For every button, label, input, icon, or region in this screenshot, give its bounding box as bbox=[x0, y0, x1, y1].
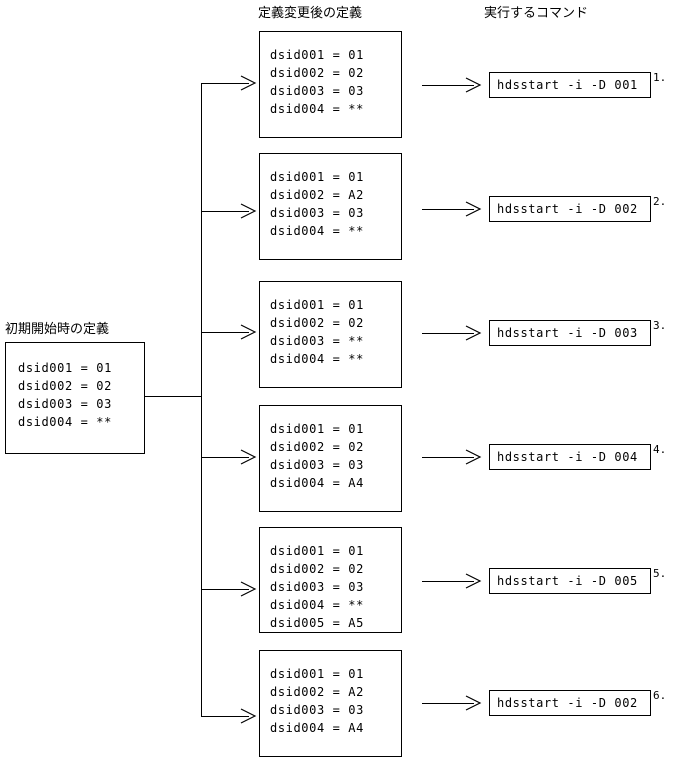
tree-stem bbox=[145, 396, 202, 397]
command-text-6: hdsstart -i -D 002 bbox=[497, 696, 638, 710]
item-number-4: 4. bbox=[653, 443, 667, 456]
initial-definition-box: dsid001 = 01 dsid002 = 02 dsid003 = 03 d… bbox=[5, 342, 145, 454]
command-arrowhead-6 bbox=[465, 695, 482, 711]
command-text-3: hdsstart -i -D 003 bbox=[497, 326, 638, 340]
command-box-1: hdsstart -i -D 001 bbox=[489, 72, 651, 98]
command-box-4: hdsstart -i -D 004 bbox=[489, 444, 651, 470]
command-arrow-line-6 bbox=[422, 703, 474, 704]
branch-line-3 bbox=[201, 332, 249, 333]
command-text-1: hdsstart -i -D 001 bbox=[497, 78, 638, 92]
branch-line-6 bbox=[201, 716, 249, 717]
command-box-6: hdsstart -i -D 002 bbox=[489, 690, 651, 716]
initial-definition-text: dsid001 = 01 dsid002 = 02 dsid003 = 03 d… bbox=[18, 361, 112, 429]
branch-arrowhead-4 bbox=[240, 449, 257, 465]
definition-text-2: dsid001 = 01 dsid002 = A2 dsid003 = 03 d… bbox=[270, 170, 364, 238]
tree-trunk bbox=[201, 83, 202, 716]
definition-text-6: dsid001 = 01 dsid002 = A2 dsid003 = 03 d… bbox=[270, 667, 364, 735]
command-arrow-line-1 bbox=[422, 85, 474, 86]
command-arrow-line-2 bbox=[422, 209, 474, 210]
command-arrow-line-4 bbox=[422, 457, 474, 458]
definition-box-6: dsid001 = 01 dsid002 = A2 dsid003 = 03 d… bbox=[259, 650, 402, 757]
definition-text-3: dsid001 = 01 dsid002 = 02 dsid003 = ** d… bbox=[270, 298, 364, 366]
command-arrowhead-2 bbox=[465, 201, 482, 217]
command-text-4: hdsstart -i -D 004 bbox=[497, 450, 638, 464]
branch-line-5 bbox=[201, 589, 249, 590]
branch-line-4 bbox=[201, 457, 249, 458]
branch-arrowhead-1 bbox=[240, 75, 257, 91]
branch-line-2 bbox=[201, 211, 249, 212]
branch-arrowhead-2 bbox=[240, 203, 257, 219]
item-number-1: 1. bbox=[653, 71, 667, 84]
command-arrow-line-5 bbox=[422, 581, 474, 582]
definition-box-3: dsid001 = 01 dsid002 = 02 dsid003 = ** d… bbox=[259, 281, 402, 388]
command-box-2: hdsstart -i -D 002 bbox=[489, 196, 651, 222]
branch-line-1 bbox=[201, 83, 249, 84]
item-number-2: 2. bbox=[653, 195, 667, 208]
definition-text-1: dsid001 = 01 dsid002 = 02 dsid003 = 03 d… bbox=[270, 48, 364, 116]
command-arrowhead-3 bbox=[465, 325, 482, 341]
definition-box-4: dsid001 = 01 dsid002 = 02 dsid003 = 03 d… bbox=[259, 405, 402, 512]
column-header-command: 実行するコマンド bbox=[484, 6, 589, 21]
definition-box-2: dsid001 = 01 dsid002 = A2 dsid003 = 03 d… bbox=[259, 153, 402, 260]
item-number-3: 3. bbox=[653, 319, 667, 332]
definition-box-1: dsid001 = 01 dsid002 = 02 dsid003 = 03 d… bbox=[259, 31, 402, 138]
command-arrowhead-5 bbox=[465, 573, 482, 589]
item-number-5: 5. bbox=[653, 567, 667, 580]
definition-text-5: dsid001 = 01 dsid002 = 02 dsid003 = 03 d… bbox=[270, 544, 364, 630]
command-box-5: hdsstart -i -D 005 bbox=[489, 568, 651, 594]
branch-arrowhead-6 bbox=[240, 708, 257, 724]
command-arrowhead-4 bbox=[465, 449, 482, 465]
command-text-2: hdsstart -i -D 002 bbox=[497, 202, 638, 216]
command-arrow-line-3 bbox=[422, 333, 474, 334]
definition-box-5: dsid001 = 01 dsid002 = 02 dsid003 = 03 d… bbox=[259, 527, 402, 633]
column-header-changed-definition: 定義変更後の定義 bbox=[258, 6, 363, 21]
branch-arrowhead-3 bbox=[240, 324, 257, 340]
item-number-6: 6. bbox=[653, 689, 667, 702]
column-header-initial-definition: 初期開始時の定義 bbox=[5, 322, 110, 337]
command-arrowhead-1 bbox=[465, 77, 482, 93]
command-text-5: hdsstart -i -D 005 bbox=[497, 574, 638, 588]
definition-text-4: dsid001 = 01 dsid002 = 02 dsid003 = 03 d… bbox=[270, 422, 364, 490]
command-box-3: hdsstart -i -D 003 bbox=[489, 320, 651, 346]
branch-arrowhead-5 bbox=[240, 581, 257, 597]
